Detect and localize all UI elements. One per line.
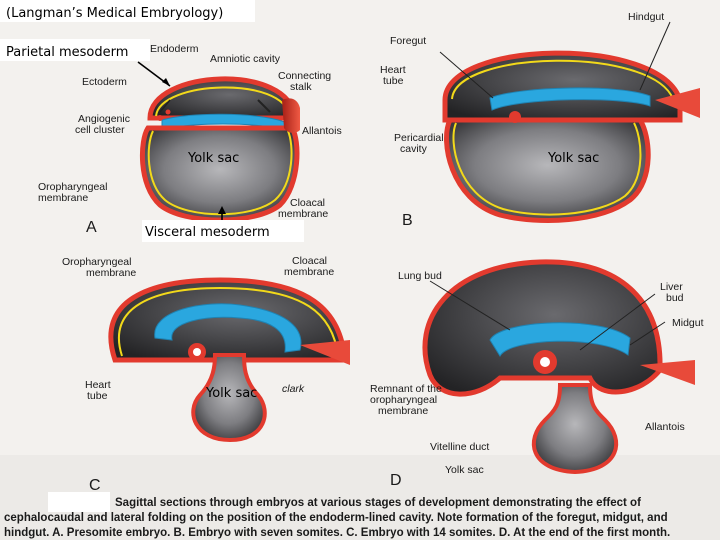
label-heart-tube-c-2: tube xyxy=(87,390,108,402)
label-yolk-sac-d: Yolk sac xyxy=(445,464,484,476)
label-foregut: Foregut xyxy=(390,35,426,47)
label-cloacal-c-1: Cloacal xyxy=(292,255,327,267)
label-lung-bud: Lung bud xyxy=(398,270,442,282)
panel-c-letter: C xyxy=(89,477,101,494)
label-cloacal-a-2: membrane xyxy=(278,208,328,220)
label-heart-tube-c-1: Heart xyxy=(85,379,111,391)
label-cloacal-c-2: membrane xyxy=(284,266,334,278)
label-remnant-1: Remnant of the xyxy=(370,383,442,395)
label-allantois-d: Allantois xyxy=(645,421,685,433)
label-heart-tube-b-2: tube xyxy=(383,75,404,87)
label-pericardial-1: Pericardial xyxy=(394,132,444,144)
label-pericardial-2: cavity xyxy=(400,143,428,155)
caption-line-1: Sagittal sections through embryos at var… xyxy=(115,497,641,509)
panel-c-yolk-sac xyxy=(191,353,267,443)
panel-d-yolk-sac xyxy=(531,383,619,475)
panel-c-allantois xyxy=(300,340,350,365)
label-heart-tube-b-1: Heart xyxy=(380,64,406,76)
panel-d-gut-tube xyxy=(489,322,631,357)
label-angiogenic-1: Angiogenic xyxy=(78,113,130,125)
figure-caption: Sagittal sections through embryos at var… xyxy=(4,492,670,539)
yolk-sac-label-c: Yolk sac xyxy=(205,386,257,401)
label-allantois-a: Allantois xyxy=(302,125,342,137)
label-connecting-stalk-1: Connecting xyxy=(278,70,331,82)
signature: clark xyxy=(282,383,305,395)
label-remnant-3: membrane xyxy=(378,405,428,417)
panel-d: Lung bud Liver bud Midgut Remnant of the… xyxy=(370,259,704,489)
panel-c: Oropharyngeal membrane Cloacal membrane … xyxy=(62,255,350,494)
panel-b-heart-tube xyxy=(509,111,521,123)
label-angiogenic-2: cell cluster xyxy=(75,124,125,136)
label-connecting-stalk-2: stalk xyxy=(290,81,312,93)
panel-b-yolk-sac xyxy=(444,117,651,223)
label-oropharyngeal-a-1: Oropharyngeal xyxy=(38,181,107,193)
source-title: (Langman’s Medical Embryology) xyxy=(6,6,223,21)
label-ectoderm: Ectoderm xyxy=(82,76,127,88)
yolk-sac-label-b: Yolk sac xyxy=(547,151,599,166)
parietal-mesoderm-label: Parietal mesoderm xyxy=(6,45,128,60)
panel-b-gut-tube xyxy=(489,87,651,111)
label-endoderm: Endoderm xyxy=(150,43,199,55)
slide-overlay: (Langman’s Medical Embryology) Parietal … xyxy=(0,0,599,401)
yolk-sac-label-a: Yolk sac xyxy=(187,151,239,166)
panel-b: Hindgut Foregut Heart tube Pericardial c… xyxy=(380,11,700,229)
panel-b-letter: B xyxy=(402,212,413,229)
label-midgut: Midgut xyxy=(672,317,704,329)
label-oropharyngeal-c-1: Oropharyngeal xyxy=(62,256,131,268)
panel-a-yolk-sac xyxy=(139,125,300,223)
panel-d-allantois xyxy=(640,360,695,385)
caption-line-2: cephalocaudal and lateral folding on the… xyxy=(4,512,668,524)
panel-c-gut-tube xyxy=(154,303,302,353)
label-vitelline-duct: Vitelline duct xyxy=(430,441,489,453)
panel-d-letter: D xyxy=(390,472,402,489)
label-amniotic-cavity: Amniotic cavity xyxy=(210,53,281,65)
panel-a: Endoderm Amniotic cavity Connecting stal… xyxy=(38,43,342,236)
caption-line-3: hindgut. A. Presomite embryo. B. Embryo … xyxy=(4,527,670,539)
panel-a-letter: A xyxy=(86,219,97,236)
label-remnant-2: oropharyngeal xyxy=(370,394,437,406)
visceral-mesoderm-label: Visceral mesoderm xyxy=(145,225,270,240)
label-oropharyngeal-c-2: membrane xyxy=(86,267,136,279)
label-liver-bud-1: Liver xyxy=(660,281,683,293)
panel-a-connecting-stalk xyxy=(282,98,300,133)
label-oropharyngeal-a-2: membrane xyxy=(38,192,88,204)
panel-b-allantois xyxy=(655,88,700,118)
label-liver-bud-2: bud xyxy=(666,292,684,304)
label-hindgut: Hindgut xyxy=(628,11,664,23)
label-cloacal-a-1: Cloacal xyxy=(290,197,325,209)
